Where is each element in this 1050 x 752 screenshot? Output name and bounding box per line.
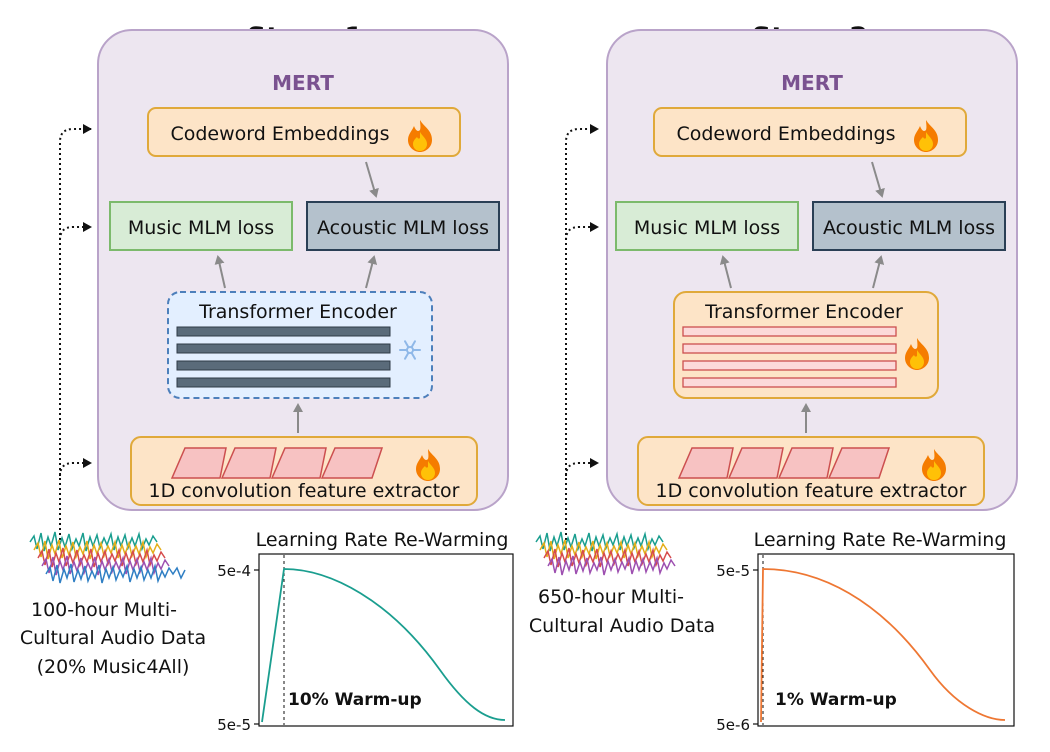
warmup-label-1: 10% Warm-up	[288, 690, 422, 710]
transformer-layer	[682, 360, 897, 371]
conv-feature-extractor-box-2: 1D convolution feature extractor	[637, 436, 985, 506]
waveform-icon	[535, 531, 676, 576]
transformer-layer	[176, 377, 391, 388]
lr-chart-2: Learning Rate Re-Warming 5e-5 5e-6 1% Wa…	[716, 529, 1015, 734]
snowflake-icon	[399, 340, 421, 360]
stage-2: Stage 2 MERT Codeword Embeddings Music M…	[529, 22, 1018, 734]
data-caption-line-2-2: Cultural Audio Data	[529, 615, 715, 637]
fire-icon	[905, 338, 929, 370]
fire-icon	[416, 449, 440, 481]
transformer-encoder-box-2: Transformer Encoder	[673, 291, 939, 399]
data-caption-line-1-3: (20% Music4All)	[37, 656, 190, 678]
lr-ytick-bottom-2: 5e-6	[716, 716, 750, 734]
music-mlm-loss-label-1: Music MLM loss	[128, 217, 274, 239]
data-caption-line-2-1: 650-hour Multi-	[538, 586, 684, 608]
conv-layer	[320, 447, 384, 479]
acoustic-mlm-loss-box-2: Acoustic MLM loss	[812, 201, 1006, 251]
lr-curve-2	[760, 568, 1006, 723]
data-caption-line-1-2: Cultural Audio Data	[20, 627, 206, 649]
transformer-layer	[682, 326, 897, 337]
conv-layer	[827, 447, 891, 479]
conv-layer	[220, 447, 277, 479]
flow-arrows-2	[719, 161, 885, 433]
codeword-embeddings-box-2: Codeword Embeddings	[653, 107, 967, 157]
lr-chart-title-1: Learning Rate Re-Warming	[256, 529, 509, 551]
input-dotted-arrows-2	[565, 124, 599, 540]
acoustic-mlm-loss-label-2: Acoustic MLM loss	[823, 217, 995, 239]
conv-layer	[777, 447, 834, 479]
music-mlm-loss-label-2: Music MLM loss	[634, 217, 780, 239]
mert-title-1: MERT	[272, 71, 334, 95]
mert-title-2: MERT	[781, 71, 843, 95]
lr-chart-frame-2	[757, 553, 1015, 727]
conv-feature-extractor-label-1: 1D convolution feature extractor	[149, 480, 460, 502]
transformer-layer	[176, 326, 391, 337]
transformer-layer	[682, 377, 897, 388]
conv-layer	[270, 447, 327, 479]
lr-chart-title-2: Learning Rate Re-Warming	[754, 529, 1007, 551]
music-mlm-loss-box-1: Music MLM loss	[109, 201, 293, 251]
lr-ytick-bottom-1: 5e-5	[217, 716, 251, 734]
data-caption-line-1-1: 100-hour Multi-	[31, 599, 177, 621]
transformer-encoder-box-1: Transformer Encoder	[167, 291, 433, 399]
conv-layer	[677, 447, 734, 479]
flow-arrows-1	[214, 161, 379, 433]
conv-feature-extractor-box-1: 1D convolution feature extractor	[130, 436, 478, 506]
music-mlm-loss-box-2: Music MLM loss	[615, 201, 799, 251]
acoustic-mlm-loss-label-1: Acoustic MLM loss	[317, 217, 489, 239]
transformer-layer	[176, 343, 391, 354]
fire-icon	[914, 120, 938, 152]
conv-layer	[727, 447, 784, 479]
transformer-layer	[176, 360, 391, 371]
codeword-embeddings-label-2: Codeword Embeddings	[676, 123, 895, 145]
acoustic-mlm-loss-box-1: Acoustic MLM loss	[306, 201, 500, 251]
conv-feature-extractor-label-2: 1D convolution feature extractor	[656, 480, 967, 502]
waveform-icon	[29, 531, 186, 584]
stage-1: Stage 1 MERT Codeword Embeddings Music M…	[20, 22, 514, 734]
input-dotted-arrows-1	[59, 124, 92, 540]
codeword-embeddings-label-1: Codeword Embeddings	[170, 123, 389, 145]
lr-ytick-top-1: 5e-4	[217, 562, 251, 580]
fire-icon	[922, 449, 946, 481]
warmup-label-2: 1% Warm-up	[775, 690, 897, 710]
lr-chart-1: Learning Rate Re-Warming 5e-4 5e-5 10% W…	[217, 529, 514, 734]
fire-icon	[408, 120, 432, 152]
transformer-encoder-label-2: Transformer Encoder	[704, 301, 903, 323]
lr-ytick-top-2: 5e-5	[716, 562, 750, 580]
codeword-embeddings-box-1: Codeword Embeddings	[147, 107, 461, 157]
conv-layer	[170, 447, 227, 479]
lr-curve-1	[261, 568, 506, 723]
transformer-layer	[682, 343, 897, 354]
lr-chart-frame-1	[258, 553, 514, 727]
transformer-encoder-label-1: Transformer Encoder	[198, 301, 397, 323]
